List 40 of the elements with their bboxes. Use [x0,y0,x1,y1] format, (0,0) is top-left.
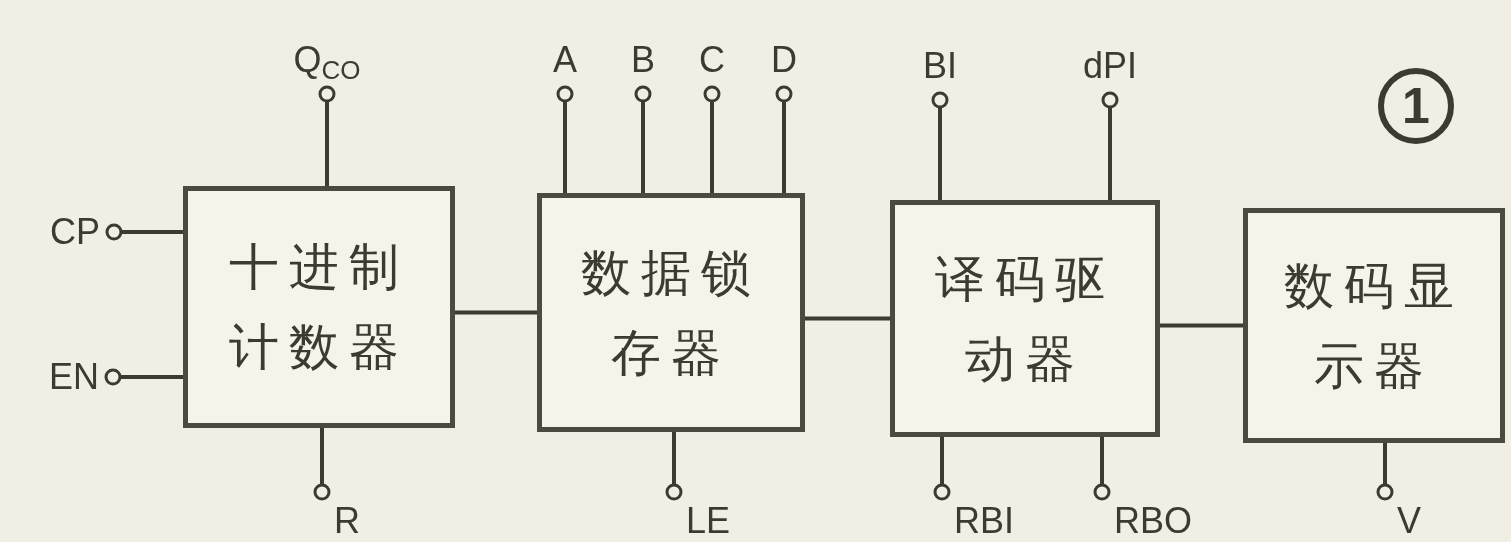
pin-line [1376,443,1394,501]
block-label: 十进制计数器 [228,237,410,378]
pin-line [933,437,951,501]
block-label: 译码驱动器 [934,248,1116,390]
connection-line [805,316,890,321]
block-box [537,193,805,432]
pin-label: C [699,42,725,78]
pin-label: A [553,42,577,78]
pin-line [665,432,683,501]
pin-line [931,91,949,200]
pin-label: V [1397,503,1421,539]
pin-line [105,223,183,241]
pin-line [1101,91,1119,200]
pin-label: RBO [1114,503,1192,539]
pin-label: dPI [1082,48,1137,84]
circled-number: 1 [1378,68,1454,144]
block-box [183,186,455,428]
pin-label: RBI [954,503,1014,539]
pin-line [775,85,793,193]
block-box [1243,208,1505,443]
block-box [890,200,1160,437]
pin-label: BI [923,48,957,84]
pin-line [703,85,721,193]
pin-label: Q$_{CO}$ [293,42,361,78]
pin-line [556,85,574,193]
pin-line [318,85,336,186]
pin-line [313,428,331,501]
connection-line [455,310,537,315]
pin-label: D [771,42,797,78]
connection-line [1160,323,1243,328]
pin-label: EN [49,359,99,395]
block-label: 数据锁存器 [580,242,762,384]
pin-label: R [334,503,360,539]
pin-line [634,85,652,193]
pin-label: CP [50,214,100,250]
pin-line [1093,437,1111,501]
pin-line [104,368,183,386]
pin-label: B [631,42,655,78]
pin-label: LE [686,503,731,539]
block-label: 数码显示器 [1283,255,1465,397]
